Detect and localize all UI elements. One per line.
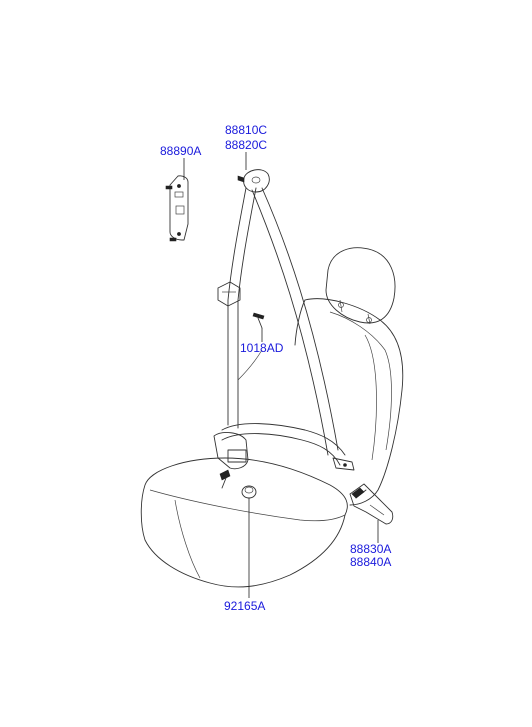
headrest-post-left xyxy=(338,302,344,308)
part-label-92165a[interactable]: 92165A xyxy=(224,599,265,613)
lower-retractor xyxy=(213,432,249,489)
leader-lines xyxy=(183,152,379,598)
part-label-1018ad[interactable]: 1018AD xyxy=(240,341,284,355)
headrest xyxy=(325,247,396,325)
bolt-1018ad xyxy=(252,312,265,329)
seat-cushion xyxy=(140,457,348,588)
cap-92165a xyxy=(241,485,257,499)
webbing-guide xyxy=(217,281,241,307)
part-label-88820c[interactable]: 88820C xyxy=(225,138,267,152)
part-label-88890a[interactable]: 88890A xyxy=(160,144,201,158)
part-label-88840a[interactable]: 88840A xyxy=(350,555,391,569)
part-label-88830a[interactable]: 88830A xyxy=(350,542,391,556)
part-label-88810c[interactable]: 88810C xyxy=(225,123,267,137)
tongue-plate xyxy=(332,457,355,471)
upper-anchor xyxy=(237,169,270,193)
buckle-assembly xyxy=(349,483,394,525)
headrest-post-right xyxy=(366,317,372,323)
seat-belt-webbing xyxy=(221,187,346,466)
height-adjuster-bracket xyxy=(165,175,189,242)
